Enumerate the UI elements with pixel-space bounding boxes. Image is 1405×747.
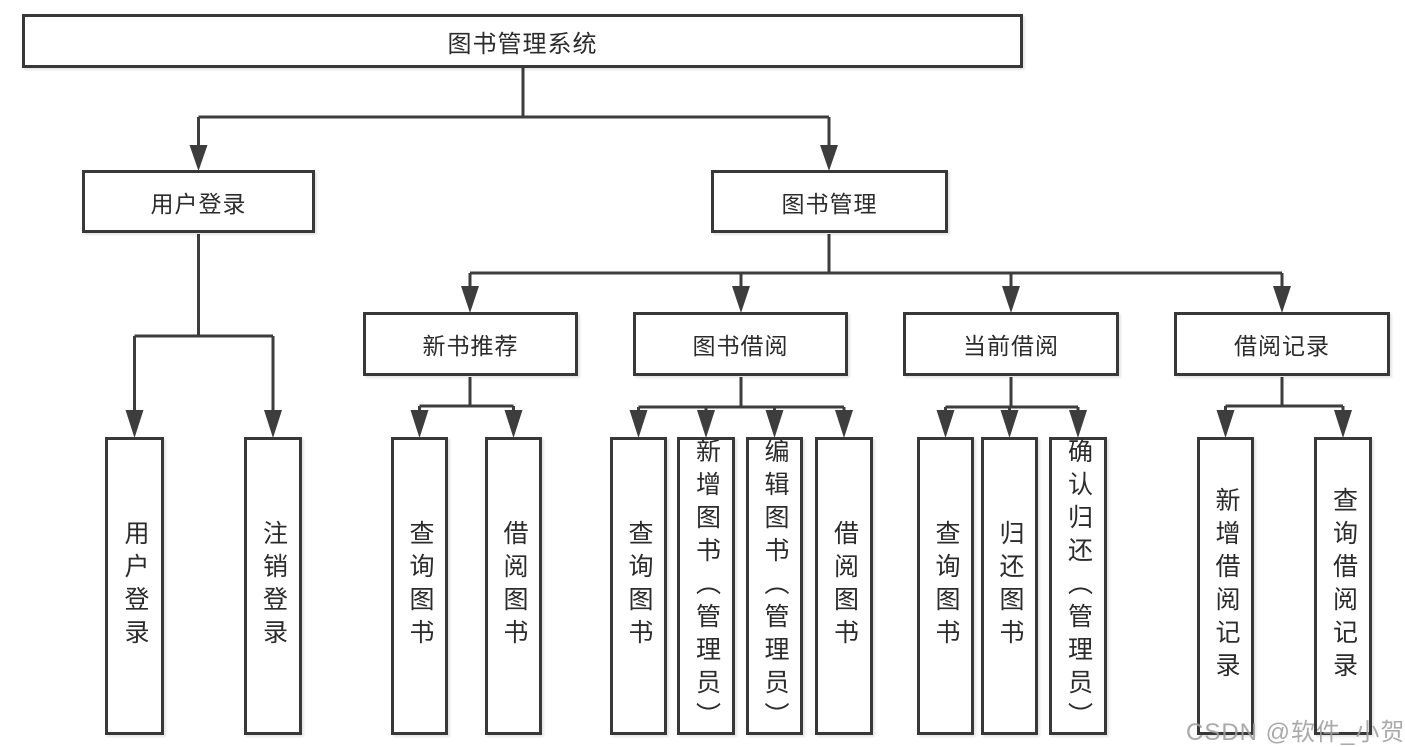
leaf-query-books-recommend: 查询图书 [391, 437, 448, 735]
leaf-add-borrow-record: 新增借阅记录 [1197, 437, 1254, 735]
node-label: 借阅图书 [830, 520, 859, 652]
leaf-add-books-admin: 新增图书（管理员） [677, 437, 735, 735]
node-label: 查询图书 [625, 520, 653, 652]
node-label: 图书管理系统 [447, 30, 598, 58]
node-label: 新增图书（管理员） [692, 437, 721, 735]
node-label: 注销登录 [259, 520, 288, 652]
node-label: 当前借阅 [963, 333, 1059, 359]
node-current-borrow: 当前借阅 [903, 312, 1119, 376]
node-label: 编辑图书（管理员） [761, 437, 789, 735]
node-label: 用户登录 [121, 520, 149, 652]
node-label: 借阅记录 [1234, 333, 1330, 359]
node-label: 确认归还（管理员） [1064, 437, 1093, 735]
leaf-query-borrow-record: 查询借阅记录 [1314, 437, 1372, 735]
node-label: 查询借阅记录 [1329, 487, 1358, 685]
leaf-logout: 注销登录 [244, 437, 302, 735]
leaf-query-books-borrow: 查询图书 [610, 437, 667, 735]
csdn-watermark: CSDN @软件_小贺同学 [1186, 719, 1405, 746]
leaf-user-login: 用户登录 [105, 437, 164, 735]
leaf-query-books-current: 查询图书 [917, 437, 974, 735]
node-borrow-records: 借阅记录 [1174, 312, 1390, 376]
leaf-borrow-books: 借阅图书 [815, 437, 873, 735]
node-label: 归还图书 [996, 520, 1024, 652]
node-new-book-recommend: 新书推荐 [363, 312, 578, 376]
node-label: 新书推荐 [422, 333, 519, 359]
node-label: 图书管理 [781, 190, 878, 217]
node-book-management: 图书管理 [711, 170, 948, 233]
node-user-login: 用户登录 [82, 170, 315, 233]
node-label: 查询图书 [932, 520, 960, 652]
node-label: 新增借阅记录 [1212, 487, 1240, 685]
leaf-edit-books-admin: 编辑图书（管理员） [746, 437, 803, 735]
node-label: 图书借阅 [692, 333, 789, 359]
leaf-confirm-return-admin: 确认归还（管理员） [1049, 437, 1107, 735]
node-label: 查询图书 [406, 520, 434, 652]
node-label: 借阅图书 [500, 520, 528, 652]
node-label: 用户登录 [150, 190, 247, 217]
node-library-management-system: 图书管理系统 [22, 14, 1023, 68]
leaf-return-books: 归还图书 [981, 437, 1038, 735]
node-book-borrow: 图书借阅 [633, 312, 848, 376]
leaf-borrow-books-recommend: 借阅图书 [485, 437, 542, 735]
